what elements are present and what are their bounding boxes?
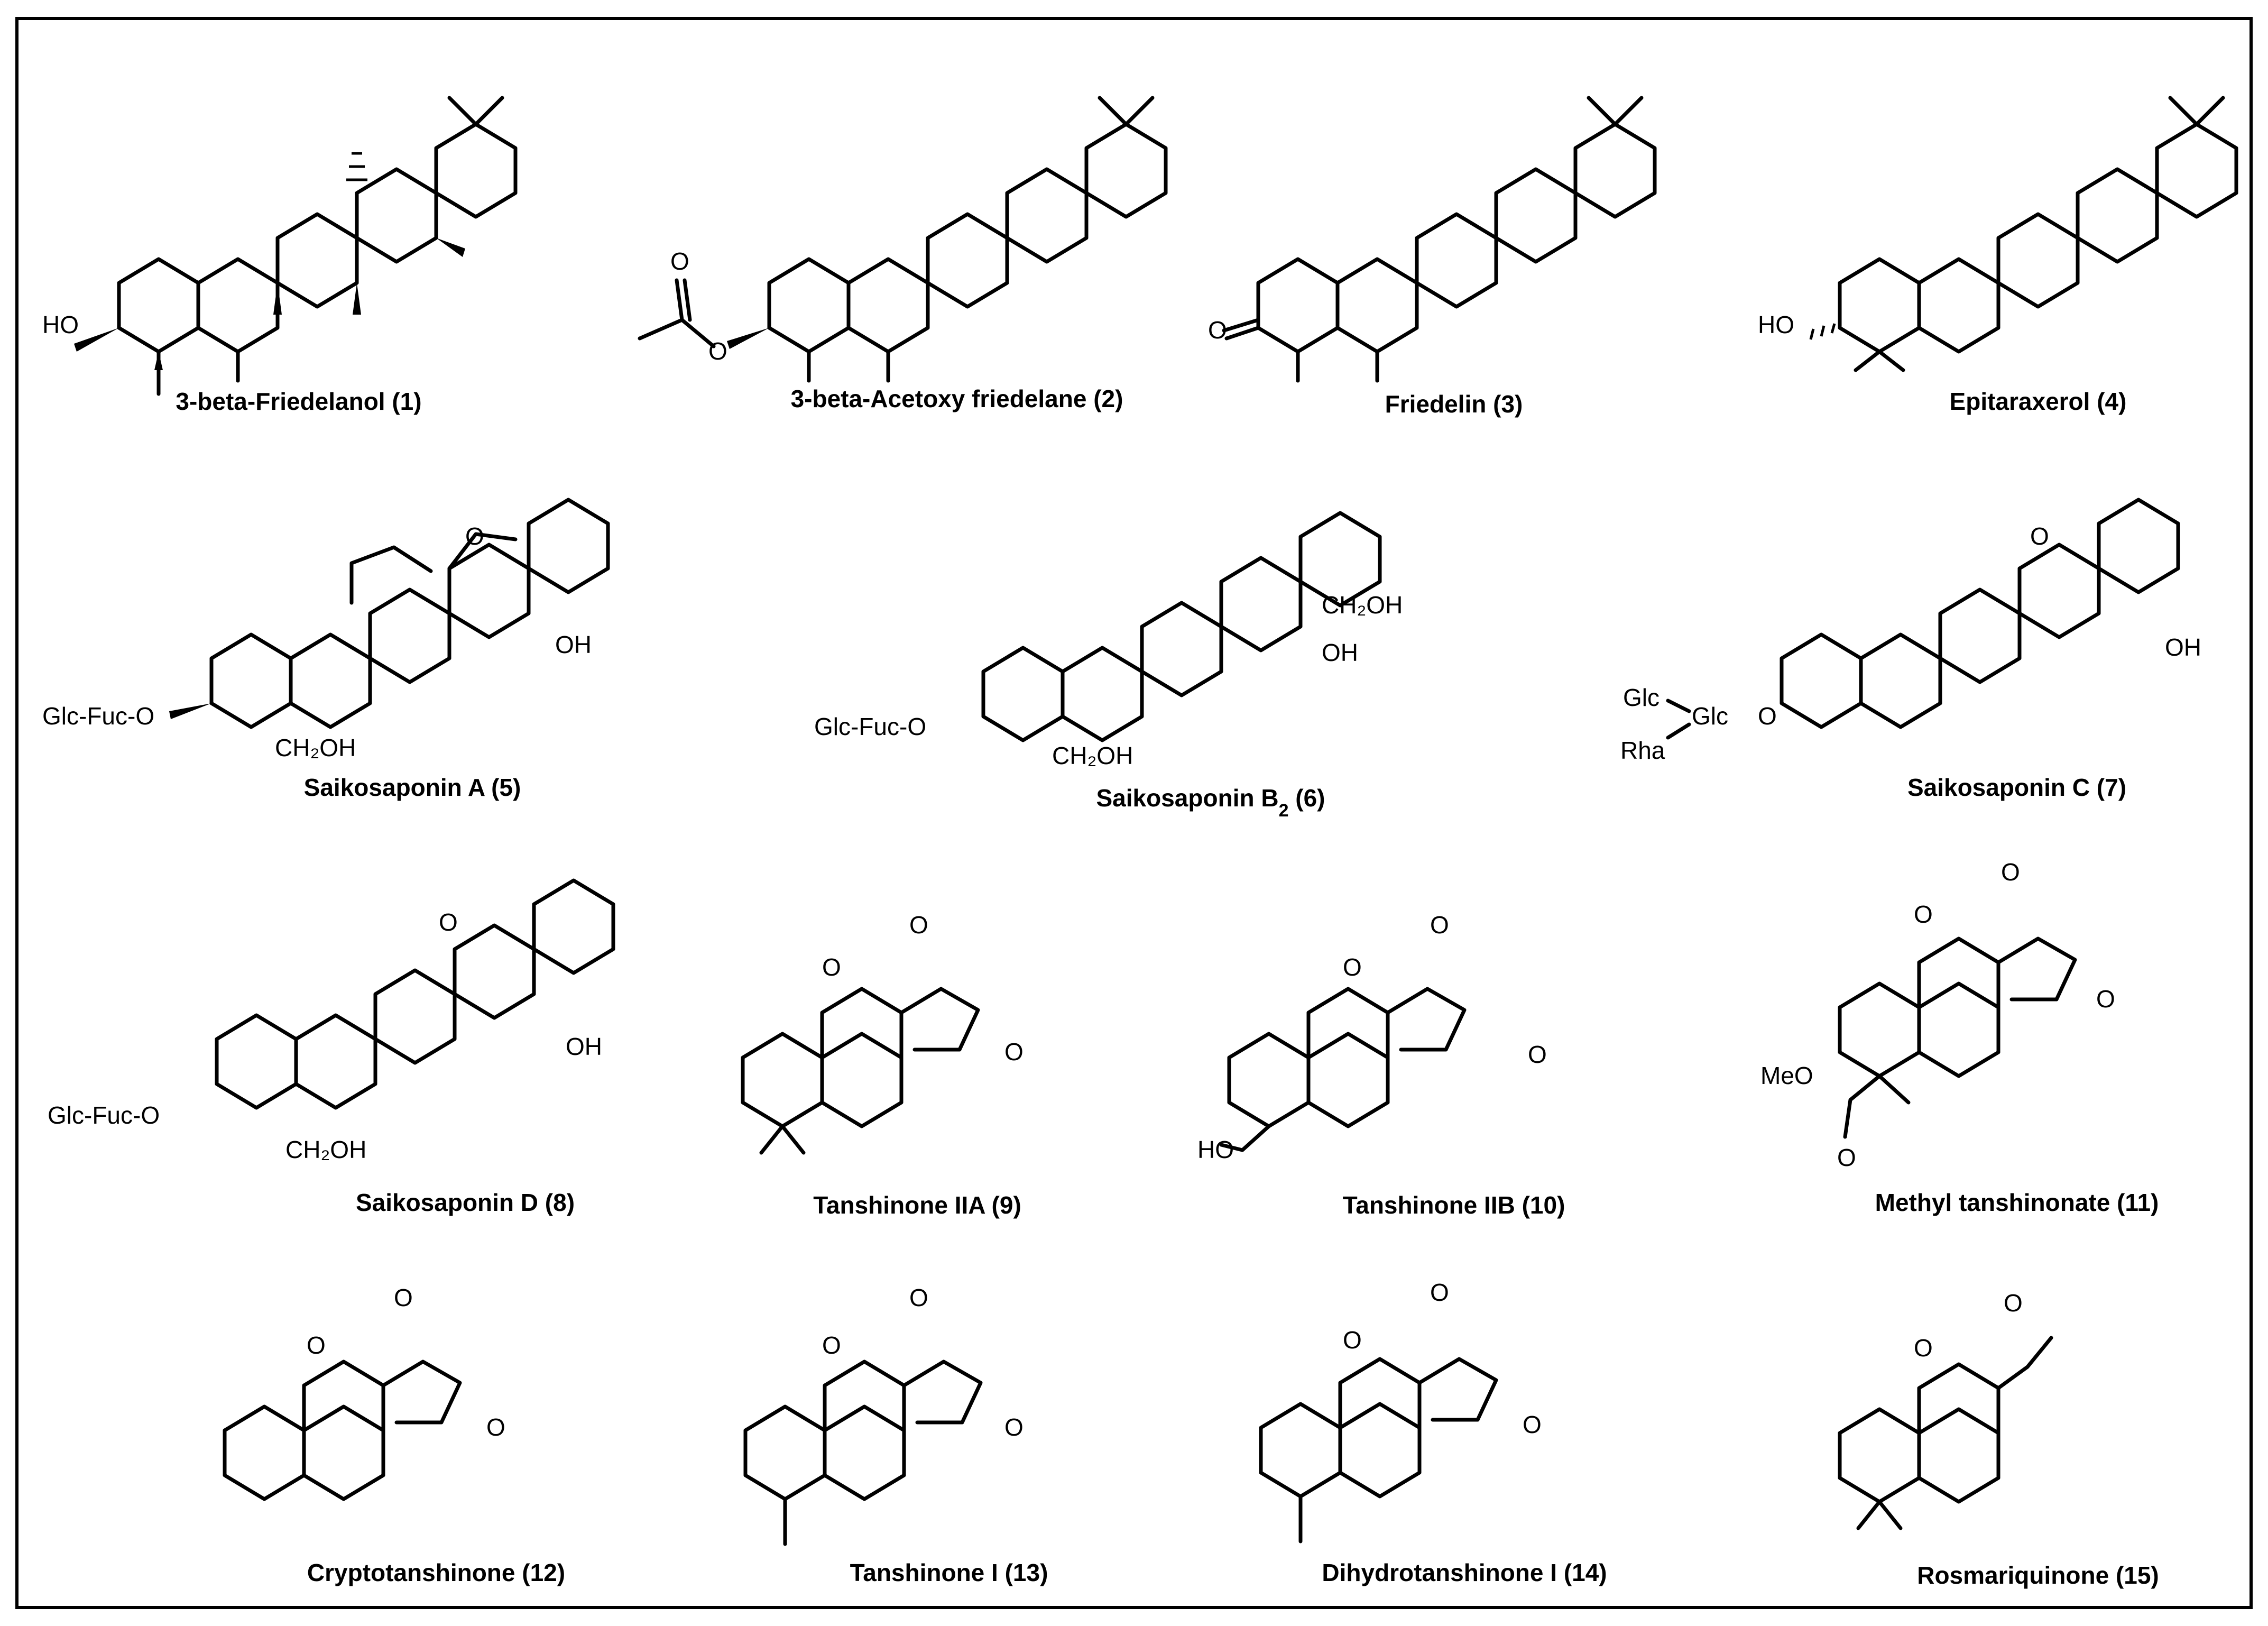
compound-12-name: Cryptotanshinone (12) [307, 1559, 565, 1586]
compound-10-label-1: O [1343, 953, 1362, 981]
compound-7-label-2: Rha [1620, 737, 1665, 764]
compound-3-name: Friedelin (3) [1385, 390, 1523, 418]
compound-13-label-2: O [1004, 1413, 1024, 1441]
compound-1-name: 3-beta-Friedelanol (1) [176, 388, 421, 415]
compound-14-label-2: O [1523, 1411, 1542, 1438]
compound-1-structure: HO 3-beta-Friedelanol (1) [42, 96, 518, 415]
compound-5-label-1: CH₂OH [275, 734, 356, 761]
compound-5-label-2: OH [555, 631, 592, 658]
compound-8-structure: Glc-Fuc-O CH₂OH OH O Saikosaponin D (8) [48, 878, 615, 1216]
compound-9-label-2: O [1004, 1038, 1024, 1065]
compound-5-label-3: O [465, 522, 484, 550]
compound-4-structure: HO Epitaraxerol (4) [1758, 96, 2238, 415]
compound-7-label-1: Glc [1692, 702, 1728, 730]
compound-6-label-1: CH₂OH [1052, 742, 1133, 769]
compound-11-label-4: O [1837, 1144, 1856, 1171]
compound-14-label-1: O [1343, 1326, 1362, 1354]
compound-12-structure: O O O Cryptotanshinone (12) [223, 1284, 565, 1586]
compound-3-structure: O Friedelin (3) [1208, 96, 1657, 418]
compound-2-label-0: O [670, 247, 689, 275]
compound-1-label-0: HO [42, 311, 79, 338]
compound-10-label-0: O [1430, 911, 1449, 939]
compound-4-name: Epitaraxerol (4) [1950, 388, 2127, 415]
compound-14-label-0: O [1430, 1279, 1449, 1306]
compound-15-label-1: O [1914, 1334, 1933, 1362]
compound-9-label-1: O [822, 953, 841, 981]
compound-12-label-0: O [394, 1284, 413, 1311]
compound-14-name: Dihydrotanshinone I (14) [1322, 1559, 1607, 1586]
compound-14-structure: O O O Dihydrotanshinone I (14) [1259, 1279, 1607, 1586]
compound-8-label-3: O [439, 908, 458, 936]
compound-11-structure: O O O MeO O Methyl tanshinonate (11) [1760, 858, 2159, 1216]
compound-7-name: Saikosaponin C (7) [1907, 774, 2126, 801]
compound-10-label-3: HO [1197, 1136, 1234, 1163]
compound-7-label-4: OH [2165, 633, 2201, 661]
compound-13-structure: O O O Tanshinone I (13) [743, 1284, 1048, 1586]
compound-11-label-0: O [2001, 858, 2020, 886]
compound-9-name: Tanshinone IIA (9) [813, 1191, 1021, 1219]
compound-9-structure: O O O Tanshinone IIA (9) [741, 911, 1024, 1219]
compound-13-label-1: O [822, 1331, 841, 1359]
compound-11-label-2: O [2096, 985, 2115, 1013]
compound-10-label-2: O [1528, 1041, 1547, 1068]
compound-5-name: Saikosaponin A (5) [304, 774, 521, 801]
compound-15-label-0: O [2004, 1289, 2023, 1317]
compound-8-label-1: CH₂OH [285, 1136, 366, 1163]
compound-6-structure: Glc-Fuc-O CH₂OH CH₂OH OH Saikosaponin B2… [814, 511, 1403, 821]
compound-11-name: Methyl tanshinonate (11) [1875, 1189, 2159, 1216]
compound-6-label-0: Glc-Fuc-O [814, 713, 926, 740]
compound-2-name: 3-beta-Acetoxy friedelane (2) [791, 385, 1123, 412]
compound-7-label-5: O [2030, 522, 2049, 550]
compound-7-structure: Glc Glc Rha O OH O Saikosaponin C (7) [1620, 498, 2201, 801]
compound-13-label-0: O [909, 1284, 928, 1311]
compound-5-label-0: Glc-Fuc-O [42, 702, 154, 730]
compound-8-label-2: OH [566, 1033, 602, 1060]
compound-12-label-2: O [486, 1413, 505, 1441]
compound-10-structure: O O O HO Tanshinone IIB (10) [1197, 911, 1565, 1219]
compound-10-name: Tanshinone IIB (10) [1343, 1191, 1565, 1219]
compound-6-name: Saikosaponin B2 (6) [1096, 784, 1325, 821]
compound-15-structure: O O Rosmariquinone (15) [1838, 1289, 2159, 1589]
compound-11-label-1: O [1914, 901, 1933, 928]
compound-4-label-0: HO [1758, 311, 1794, 338]
compound-3-label-0: O [1208, 316, 1227, 344]
compound-12-label-1: O [307, 1331, 326, 1359]
compound-11-label-3: MeO [1760, 1062, 1813, 1089]
compound-13-name: Tanshinone I (13) [850, 1559, 1048, 1586]
compound-9-label-0: O [909, 911, 928, 939]
compound-15-name: Rosmariquinone (15) [1917, 1561, 2159, 1589]
compound-2-label-1: O [708, 337, 727, 365]
figure-border [15, 17, 2253, 1609]
compound-7-label-3: O [1758, 702, 1777, 730]
compound-5-structure: Glc-Fuc-O CH₂OH OH O Saikosaponin A (5) [42, 498, 610, 801]
compound-7-label-0: Glc [1623, 684, 1659, 711]
compound-8-label-0: Glc-Fuc-O [48, 1101, 160, 1129]
compound-2-structure: O O 3-beta-Acetoxy friedelane (2) [638, 96, 1168, 412]
compound-6-label-3: OH [1322, 639, 1358, 666]
compound-8-name: Saikosaponin D (8) [356, 1189, 575, 1216]
compound-6-label-2: CH₂OH [1322, 591, 1403, 619]
